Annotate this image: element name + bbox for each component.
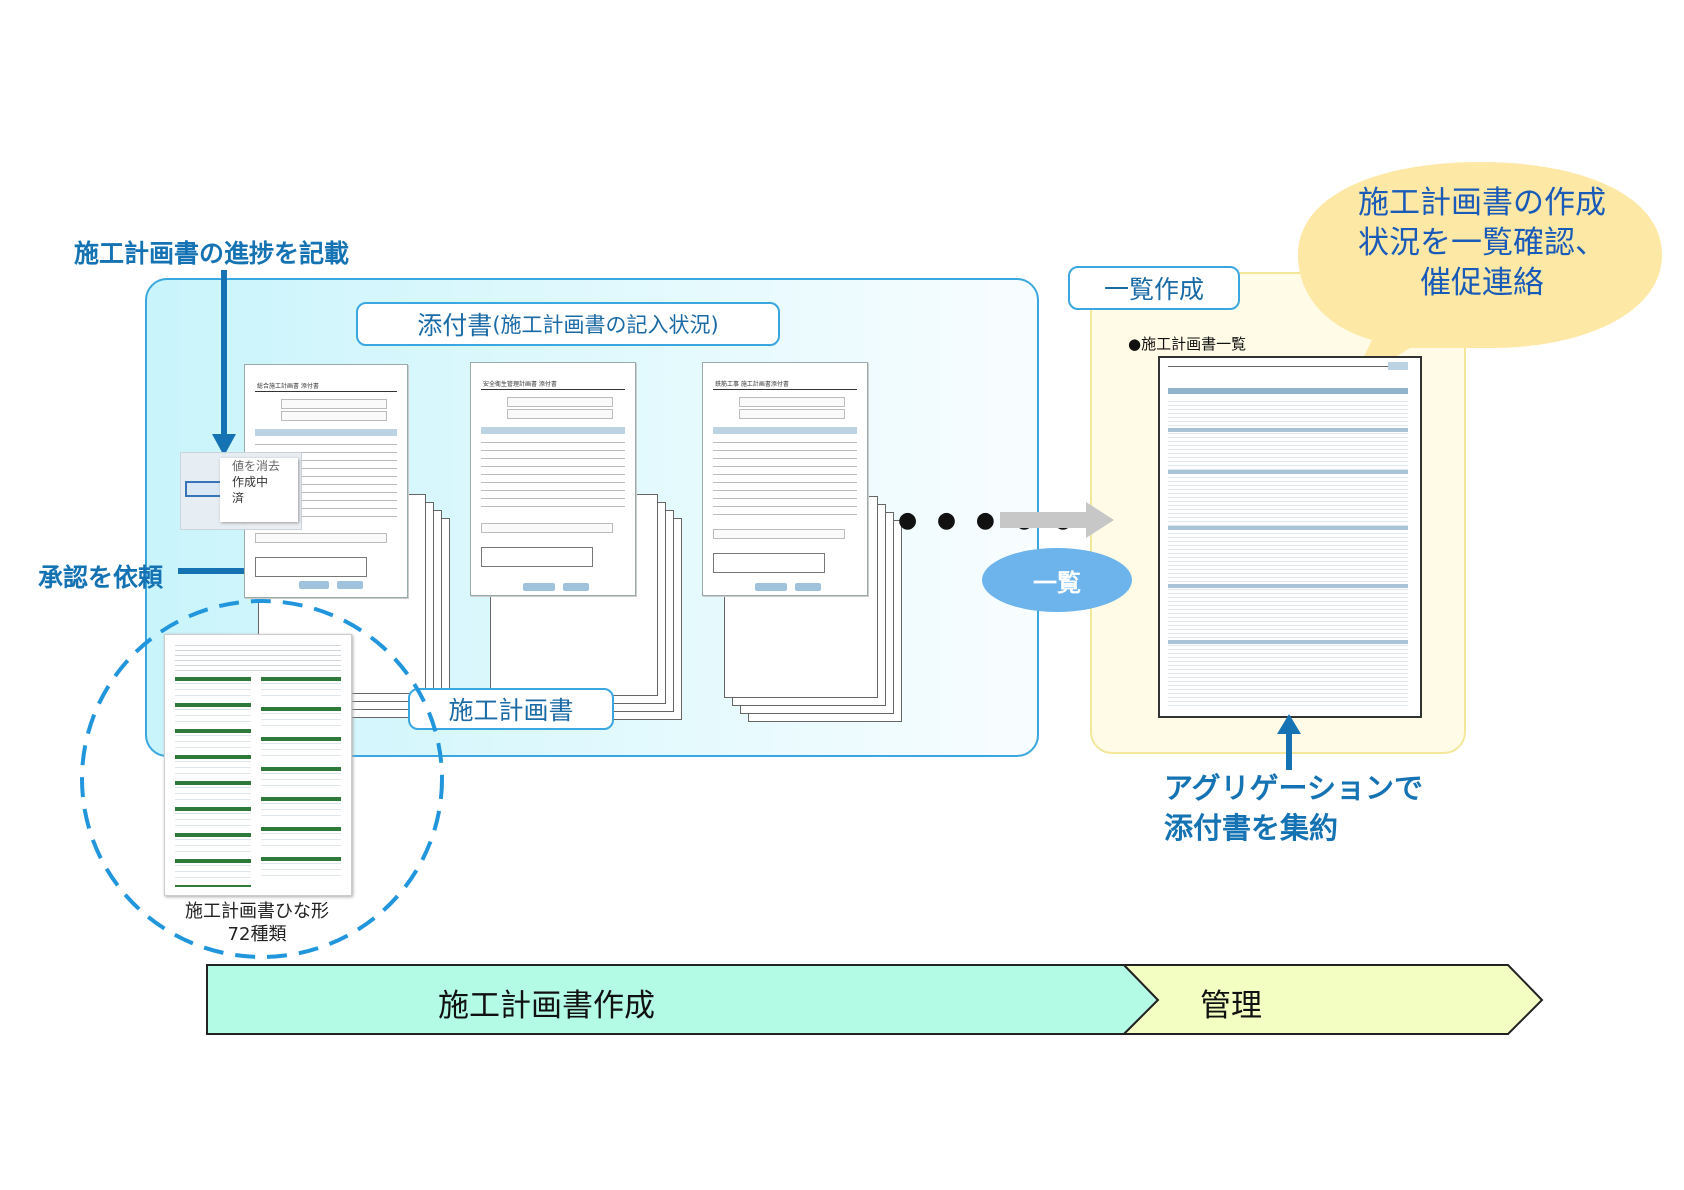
aggregation-note: アグリゲーションで 添付書を集約 [1164, 768, 1423, 848]
attachment-doc-2[interactable]: 安全衛生管理計画書 添付書 [470, 362, 636, 596]
up-arrow-icon [1277, 714, 1301, 770]
plan-list-sheet[interactable] [1158, 356, 1422, 718]
flow-bar [206, 964, 1544, 1035]
selected-status-cell[interactable] [185, 481, 223, 497]
approval-note: 承認を依頼 [38, 563, 164, 592]
flow-stage-create: 施工計画書作成 [438, 988, 655, 1024]
speech-bubble [1298, 162, 1662, 385]
progress-note: 施工計画書の進捗を記載 [74, 239, 350, 268]
template-circle [80, 599, 444, 959]
template-caption-line-2: 72種類 [227, 924, 287, 945]
speech-text: 施工計画書の作成 状況を一覧確認、 催促連絡 [1322, 183, 1642, 303]
flow-stage-manage: 管理 [1200, 988, 1262, 1024]
aggregation-note-line-2: 添付書を集約 [1164, 811, 1339, 845]
dropdown-item-done[interactable]: 済 [232, 491, 245, 505]
template-caption: 施工計画書ひな形 72種類 [150, 900, 364, 946]
speech-line-1: 施工計画書の作成 [1358, 185, 1606, 221]
doc-title: 鉄筋工事 施工計画書添付書 [715, 381, 789, 388]
attachment-doc-3[interactable]: 鉄筋工事 施工計画書添付書 [702, 362, 868, 596]
dropdown-item-clear[interactable]: 値を消去 [232, 459, 281, 473]
list-oval: 一覧 [982, 548, 1132, 612]
speech-line-2: 状況を一覧確認、 [1358, 225, 1606, 261]
down-arrow-icon [212, 270, 236, 456]
dropdown-item-in-progress[interactable]: 作成中 [232, 475, 269, 489]
speech-line-3: 催促連絡 [1420, 265, 1544, 301]
attachment-tag-label: 添付書 [417, 311, 493, 340]
status-dropdown-menu: 値を消去 作成中 済 [220, 458, 298, 522]
template-sheet[interactable] [164, 634, 352, 896]
attachment-tag: 添付書 (施工計画書の記入状況) [356, 302, 780, 346]
doc-title: 安全衛生管理計画書 添付書 [483, 381, 557, 388]
plan-tag: 施工計画書 [408, 688, 614, 730]
list-make-tag: 一覧作成 [1068, 266, 1240, 310]
aggregation-note-line-1: アグリゲーションで [1164, 771, 1423, 805]
doc-title: 総合施工計画書 添付書 [257, 383, 319, 390]
template-caption-line-1: 施工計画書ひな形 [185, 901, 329, 922]
attachment-tag-sub: (施工計画書の記入状況) [492, 313, 719, 337]
aggregate-arrow-icon [1000, 502, 1114, 538]
list-title: ●施工計画書一覧 [1128, 335, 1247, 353]
